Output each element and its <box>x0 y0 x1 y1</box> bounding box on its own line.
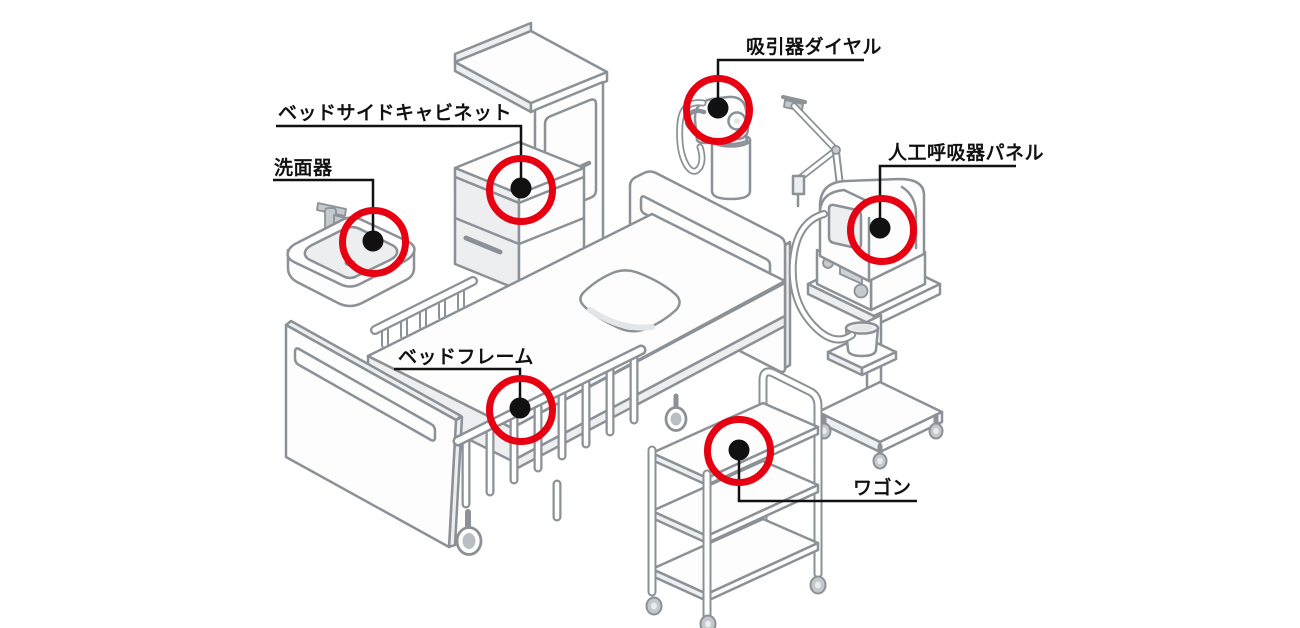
wagon-casters <box>645 575 827 628</box>
bed-foot-caster <box>455 509 483 556</box>
leader-line <box>737 450 917 503</box>
leader-line <box>273 178 375 241</box>
callout-suction-dial[interactable]: 吸引器ダイヤル <box>683 35 882 145</box>
suction-canister <box>710 138 752 201</box>
leader-line <box>276 124 523 188</box>
suction-tube <box>677 100 705 173</box>
callout-bedside-cabinet[interactable]: ベッドサイドキャビネット <box>276 102 556 225</box>
drawer-handle-slot <box>463 235 503 255</box>
callout-label: 吸引器ダイヤル <box>746 35 882 58</box>
marker-dot[interactable] <box>510 177 532 199</box>
bedside-cabinet-illustration <box>453 21 609 292</box>
highlight-ring[interactable] <box>847 195 917 265</box>
marker-dot[interactable] <box>362 230 384 252</box>
highlight-ring[interactable] <box>704 416 774 486</box>
callout-bed-frame[interactable]: ベッドフレーム <box>394 347 556 445</box>
marker-dot[interactable] <box>869 217 891 239</box>
leader-line <box>394 367 522 408</box>
highlight-ring[interactable] <box>683 75 753 145</box>
highlight-ring[interactable] <box>339 207 409 277</box>
callout-washbasin[interactable]: 洗面器 <box>273 156 409 277</box>
highlight-ring[interactable] <box>486 375 556 445</box>
wagon-handle <box>760 369 821 577</box>
callout-label: 洗面器 <box>274 156 333 179</box>
highlight-ring[interactable] <box>486 155 556 225</box>
callout-ventilator-panel[interactable]: 人工呼吸器パネル <box>847 142 1045 265</box>
ventilator-base-unit <box>815 248 927 312</box>
far-side-rail <box>370 276 478 349</box>
callout-label: ベッドフレーム <box>398 347 534 368</box>
stand-casters <box>816 413 944 470</box>
callout-wagon[interactable]: ワゴン <box>704 416 918 503</box>
mattress-top <box>366 212 787 430</box>
bed-head-caster <box>664 393 688 432</box>
pillow <box>579 269 681 333</box>
leader-line <box>878 164 1016 228</box>
callout-label: ベッドサイドキャビネット <box>278 102 512 124</box>
marker-dot[interactable] <box>728 439 750 461</box>
ventilator-tube <box>790 212 854 342</box>
callout-label: 人工呼吸器パネル <box>888 142 1044 164</box>
marker-dot[interactable] <box>707 97 729 119</box>
knob <box>853 283 869 299</box>
callout-label: ワゴン <box>853 476 912 499</box>
articulated-arm <box>781 95 844 208</box>
marker-dot[interactable] <box>509 397 531 419</box>
footboard <box>284 319 464 549</box>
leader-line <box>716 58 864 108</box>
